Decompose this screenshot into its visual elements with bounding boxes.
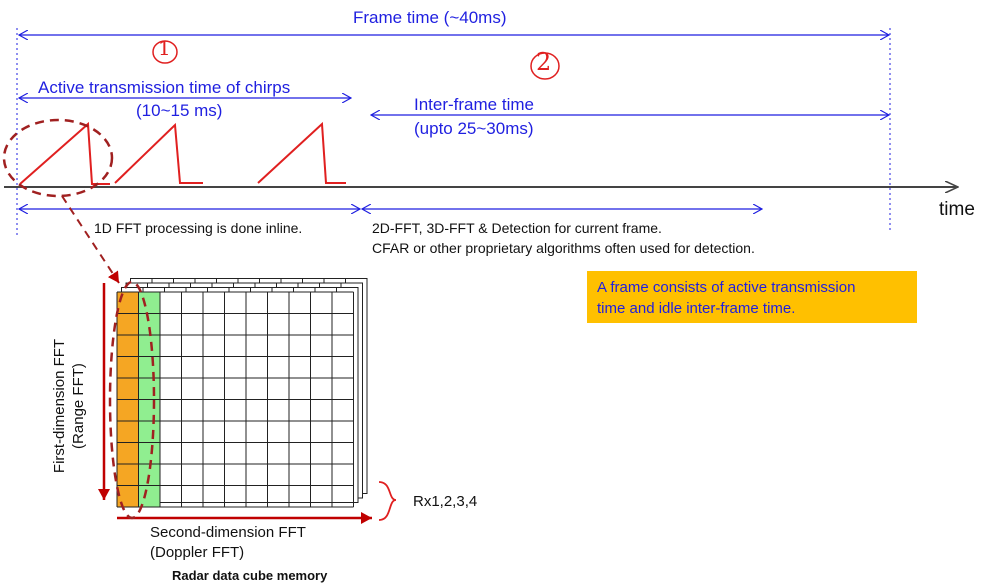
frame-time-label: Frame time (~40ms) [353, 8, 507, 27]
post-processing-note-line1: 2D-FFT, 3D-FFT & Detection for current f… [372, 220, 662, 236]
range-column-highlight [108, 280, 156, 520]
inter-frame-label-line1: Inter-frame time [414, 95, 534, 114]
first-dimension-fft-label: First-dimension FFT (Range FFT) [50, 306, 88, 506]
rx-brace [378, 481, 397, 521]
second-dimension-fft-line1: Second-dimension FFT [150, 524, 306, 541]
inter-frame-label-line2: (upto 25~30ms) [414, 119, 534, 138]
cube-caption: Radar data cube memory [172, 568, 328, 583]
frame-definition-note: A frame consists of active transmission … [587, 271, 917, 323]
marker-2: 2 [536, 48, 552, 76]
first-chirp-highlight [2, 118, 114, 198]
marker-2-circle [530, 52, 560, 80]
chirp-2 [114, 122, 203, 184]
active-time-label-line1: Active transmission time of chirps [38, 78, 291, 97]
radar-data-cube [116, 278, 368, 508]
first-dimension-fft-line2: (Range FFT) [70, 363, 87, 449]
post-processing-note-line2: CFAR or other proprietary algorithms oft… [372, 240, 755, 256]
cube-layer-2 [121, 287, 359, 503]
inline-fft-note: 1D FFT processing is done inline. [94, 220, 303, 236]
active-time-label-line2: (10~15 ms) [136, 101, 223, 120]
chirp-3 [257, 121, 346, 184]
chirp-to-cube-connector [61, 195, 120, 284]
note-line-1: A frame consists of active transmission [597, 279, 856, 296]
marker-1: 1 [158, 36, 171, 60]
rx-label: Rx1,2,3,4 [413, 493, 478, 510]
note-line-2: time and idle inter-frame time. [597, 300, 796, 317]
time-axis-label: time [939, 199, 975, 220]
chirp-1 [19, 121, 110, 185]
first-dimension-fft-line1: First-dimension FFT [51, 338, 68, 474]
second-dimension-fft-line2: (Doppler FFT) [150, 544, 245, 561]
marker-1-circle [152, 40, 178, 64]
